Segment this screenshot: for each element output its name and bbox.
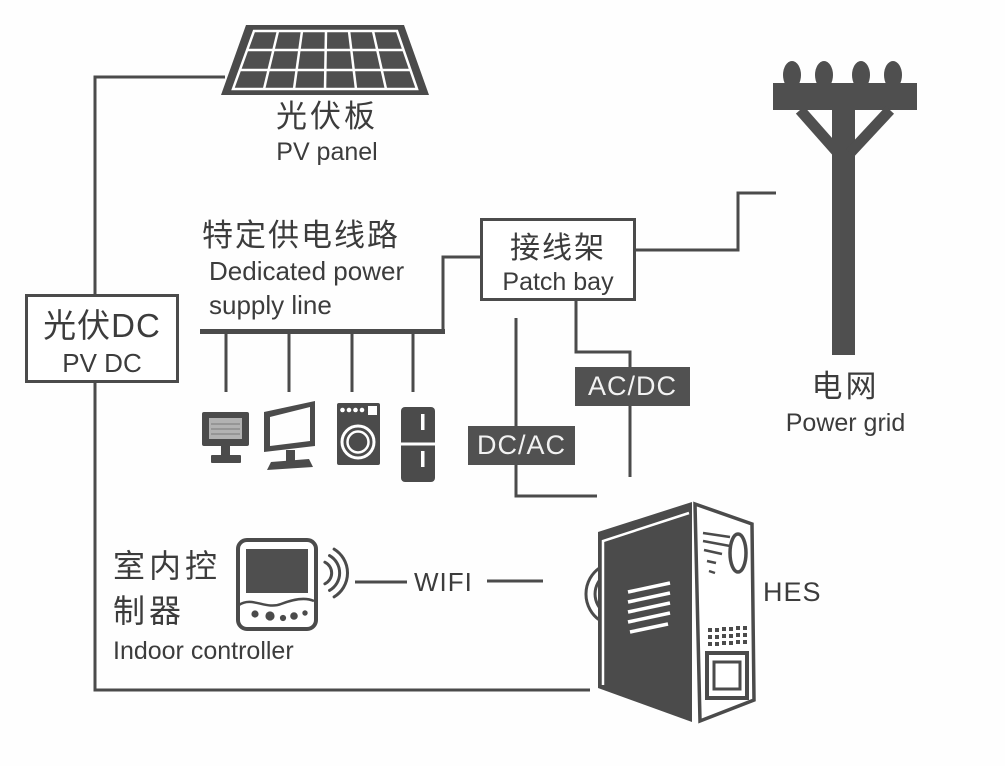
washing-machine-icon [337, 403, 380, 465]
line-patchbay-to-grid [630, 191, 776, 252]
power-pole-icon [773, 61, 917, 355]
refrigerator-icon [401, 407, 435, 482]
patch-bay-label-zh: 接线架 [510, 231, 606, 265]
hes-label: HES [763, 577, 822, 607]
pv-panel-icon [221, 25, 429, 95]
power-grid-label-en: Power grid [785, 409, 906, 437]
line-dcac-to-hes [514, 318, 597, 498]
line-patchbay-to-supplybar [441, 255, 480, 331]
pv-dc-label-en: PV DC [62, 347, 142, 378]
indoor-controller-label-zh2: 制器 [113, 593, 186, 629]
patch-bay-node: 接线架 Patch bay [480, 218, 636, 301]
pv-dc-node: 光伏DC PV DC [25, 294, 179, 383]
wifi-label: WIFI [414, 567, 473, 597]
pv-panel-label-zh: 光伏板 [276, 99, 378, 134]
monitor-icon [202, 412, 249, 463]
pv-panel-label-en: PV panel [276, 138, 378, 166]
ac-dc-converter-node: AC/DC [575, 367, 690, 406]
wifi-signal-right-icon [323, 547, 349, 599]
patch-bay-label-en: Patch bay [502, 267, 614, 296]
hes-cabinet-icon [598, 501, 756, 724]
indoor-controller-label-zh1: 室内控 [113, 548, 222, 584]
power-grid-label-zh: 电网 [811, 369, 880, 404]
supply-line-label-en2: supply line [209, 290, 332, 320]
dc-ac-converter-node: DC/AC [468, 426, 575, 465]
supply-line-label-zh: 特定供电线路 [202, 218, 400, 253]
line-pvdc-to-hes [93, 376, 590, 692]
supply-bar [200, 329, 445, 392]
dc-ac-label: DC/AC [476, 430, 566, 460]
connection-lines [93, 75, 776, 692]
pv-dc-label-zh: 光伏DC [43, 306, 161, 344]
indoor-controller-label-en: Indoor controller [113, 637, 294, 665]
supply-line-label-en1: Dedicated power [209, 256, 405, 286]
line-patchbay-to-acdc [574, 296, 632, 477]
line-panel-to-pvdc [93, 75, 225, 296]
ac-dc-label: AC/DC [587, 371, 677, 401]
tv-icon [264, 401, 315, 470]
controller-icon [236, 538, 318, 631]
